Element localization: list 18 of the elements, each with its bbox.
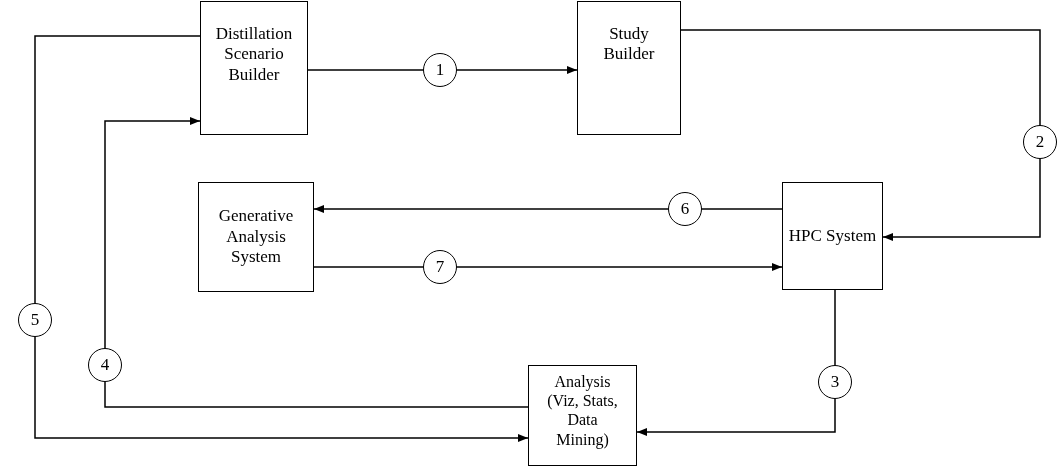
edge-label: 6	[668, 192, 702, 226]
edge-label: 4	[88, 348, 122, 382]
process-box: HPC System	[782, 182, 883, 290]
edge-label: 2	[1023, 125, 1057, 159]
arrow	[680, 29, 1041, 241]
edge-label: 7	[423, 250, 457, 284]
arrow	[636, 289, 836, 436]
edge-label: 3	[818, 365, 852, 399]
process-box: Study Builder	[577, 1, 681, 135]
process-box: Distillation Scenario Builder	[200, 1, 308, 135]
arrow	[34, 35, 529, 442]
edge-label: 5	[18, 303, 52, 337]
process-box: Analysis (Viz, Stats, Data Mining)	[528, 365, 637, 466]
arrow	[313, 205, 783, 213]
process-box: Generative Analysis System	[198, 182, 314, 292]
arrow	[313, 263, 783, 271]
edge-label: 1	[423, 53, 457, 87]
arrow	[104, 117, 529, 408]
